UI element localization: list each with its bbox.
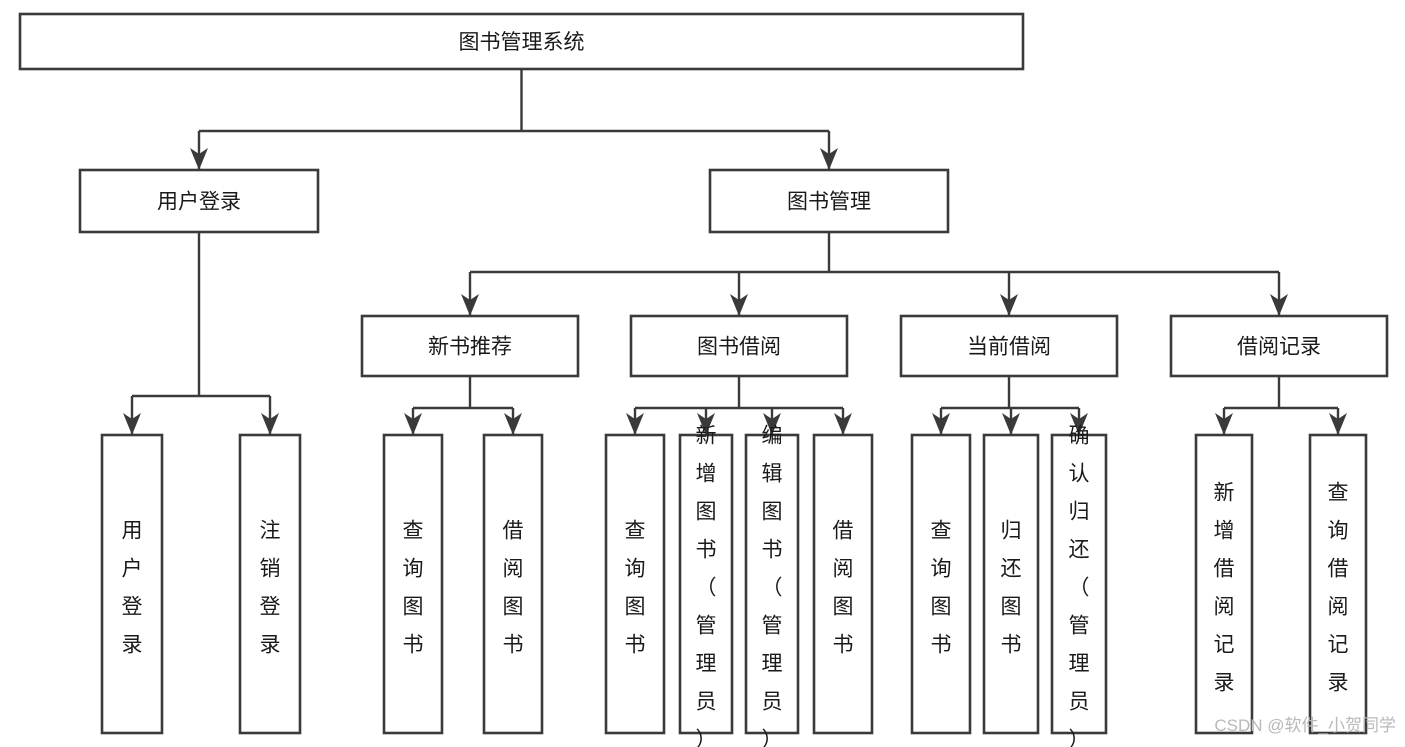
node-box-leaf-query-borrow-record xyxy=(1308,433,1368,735)
node-label-new-book-recommend: 新书推荐 xyxy=(428,336,512,359)
arrowhead-leaf-borrow-book-2 xyxy=(834,413,852,435)
node-box-new-book-recommend xyxy=(360,314,580,378)
node-label-leaf-query-borrow-record: 查询借阅记录 xyxy=(1328,482,1349,695)
node-box-leaf-add-book-admin xyxy=(678,433,734,735)
arrowhead-leaf-query-borrow-record xyxy=(1329,413,1347,435)
node-book-management[interactable]: 图书管理 xyxy=(708,168,950,234)
node-label-book-management: 图书管理 xyxy=(787,191,871,214)
node-box-leaf-query-book-2 xyxy=(604,433,666,735)
node-box-leaf-return-book xyxy=(982,433,1040,735)
arrowhead-user-login xyxy=(190,148,208,170)
node-label-leaf-edit-book-admin: 编辑图书（管理员） xyxy=(762,425,783,747)
watermark-layer: CSDN @软件_小贺同学 xyxy=(1214,716,1396,735)
node-box-user-login xyxy=(78,168,320,234)
node-leaf-query-borrow-record[interactable]: 查询借阅记录 xyxy=(1308,433,1368,735)
arrowhead-leaf-user-login xyxy=(123,413,141,435)
arrowhead-leaf-add-book-admin xyxy=(697,413,715,435)
node-leaf-logout[interactable]: 注销登录 xyxy=(238,433,302,735)
node-box-leaf-logout xyxy=(238,433,302,735)
node-label-leaf-query-book-2: 查询图书 xyxy=(625,520,646,657)
node-label-leaf-user-login: 用户登录 xyxy=(122,520,143,657)
arrowhead-leaf-borrow-book-1 xyxy=(504,413,522,435)
node-box-leaf-confirm-return-admin xyxy=(1050,433,1108,735)
node-leaf-add-borrow-record[interactable]: 新增借阅记录 xyxy=(1194,433,1254,735)
arrowhead-leaf-add-borrow-record xyxy=(1215,413,1233,435)
arrowhead-leaf-confirm-return-admin xyxy=(1070,413,1088,435)
nodes-layer: 图书管理系统用户登录图书管理新书推荐图书借阅当前借阅借阅记录用户登录注销登录查询… xyxy=(18,12,1389,747)
arrowhead-leaf-edit-book-admin xyxy=(763,413,781,435)
node-box-current-borrow xyxy=(899,314,1119,378)
node-box-leaf-edit-book-admin xyxy=(744,433,800,735)
node-leaf-edit-book-admin[interactable]: 编辑图书（管理员） xyxy=(744,425,800,747)
node-box-leaf-add-borrow-record xyxy=(1194,433,1254,735)
node-label-root: 图书管理系统 xyxy=(459,31,585,54)
node-label-leaf-add-book-admin: 新增图书（管理员） xyxy=(696,425,717,747)
node-leaf-return-book[interactable]: 归还图书 xyxy=(982,433,1040,735)
node-borrow-record[interactable]: 借阅记录 xyxy=(1169,314,1389,378)
arrowhead-new-book-recommend xyxy=(461,294,479,316)
arrowhead-borrow-record xyxy=(1270,294,1288,316)
node-label-leaf-confirm-return-admin: 确认归还（管理员） xyxy=(1069,425,1090,747)
arrowhead-book-borrow xyxy=(730,294,748,316)
node-root[interactable]: 图书管理系统 xyxy=(18,12,1025,71)
csdn-watermark: CSDN @软件_小贺同学 xyxy=(1214,716,1396,735)
node-box-leaf-borrow-book-2 xyxy=(812,433,874,735)
node-leaf-query-book-1[interactable]: 查询图书 xyxy=(382,433,444,735)
node-box-book-borrow xyxy=(629,314,849,378)
node-leaf-user-login[interactable]: 用户登录 xyxy=(100,433,164,735)
node-label-leaf-borrow-book-1: 借阅图书 xyxy=(503,520,524,657)
node-book-borrow[interactable]: 图书借阅 xyxy=(629,314,849,378)
node-current-borrow[interactable]: 当前借阅 xyxy=(899,314,1119,378)
node-label-leaf-logout: 注销登录 xyxy=(260,520,281,657)
node-leaf-borrow-book-2[interactable]: 借阅图书 xyxy=(812,433,874,735)
node-box-leaf-query-book-3 xyxy=(910,433,972,735)
node-user-login[interactable]: 用户登录 xyxy=(78,168,320,234)
node-new-book-recommend[interactable]: 新书推荐 xyxy=(360,314,580,378)
node-label-leaf-borrow-book-2: 借阅图书 xyxy=(833,520,854,657)
arrowhead-current-borrow xyxy=(1000,294,1018,316)
arrowhead-leaf-logout xyxy=(261,413,279,435)
node-label-leaf-query-book-3: 查询图书 xyxy=(931,520,952,657)
node-box-leaf-borrow-book-1 xyxy=(482,433,544,735)
node-leaf-confirm-return-admin[interactable]: 确认归还（管理员） xyxy=(1050,425,1108,747)
node-box-borrow-record xyxy=(1169,314,1389,378)
arrowhead-leaf-return-book xyxy=(1002,413,1020,435)
arrowhead-book-management xyxy=(820,148,838,170)
arrowhead-leaf-query-book-1 xyxy=(404,413,422,435)
node-label-user-login: 用户登录 xyxy=(157,191,241,214)
node-label-borrow-record: 借阅记录 xyxy=(1237,336,1321,359)
node-label-current-borrow: 当前借阅 xyxy=(967,336,1051,359)
node-box-leaf-query-book-1 xyxy=(382,433,444,735)
node-label-book-borrow: 图书借阅 xyxy=(697,336,781,359)
arrowhead-leaf-query-book-3 xyxy=(932,413,950,435)
node-leaf-query-book-2[interactable]: 查询图书 xyxy=(604,433,666,735)
node-label-leaf-add-borrow-record: 新增借阅记录 xyxy=(1214,482,1235,695)
node-leaf-add-book-admin[interactable]: 新增图书（管理员） xyxy=(678,425,734,747)
node-label-leaf-return-book: 归还图书 xyxy=(1001,520,1022,657)
node-leaf-borrow-book-1[interactable]: 借阅图书 xyxy=(482,433,544,735)
node-box-root xyxy=(18,12,1025,71)
connectors-layer xyxy=(123,69,1347,435)
node-box-leaf-user-login xyxy=(100,433,164,735)
node-label-leaf-query-book-1: 查询图书 xyxy=(403,520,424,657)
node-box-book-management xyxy=(708,168,950,234)
arrowhead-leaf-query-book-2 xyxy=(626,413,644,435)
node-leaf-query-book-3[interactable]: 查询图书 xyxy=(910,433,972,735)
